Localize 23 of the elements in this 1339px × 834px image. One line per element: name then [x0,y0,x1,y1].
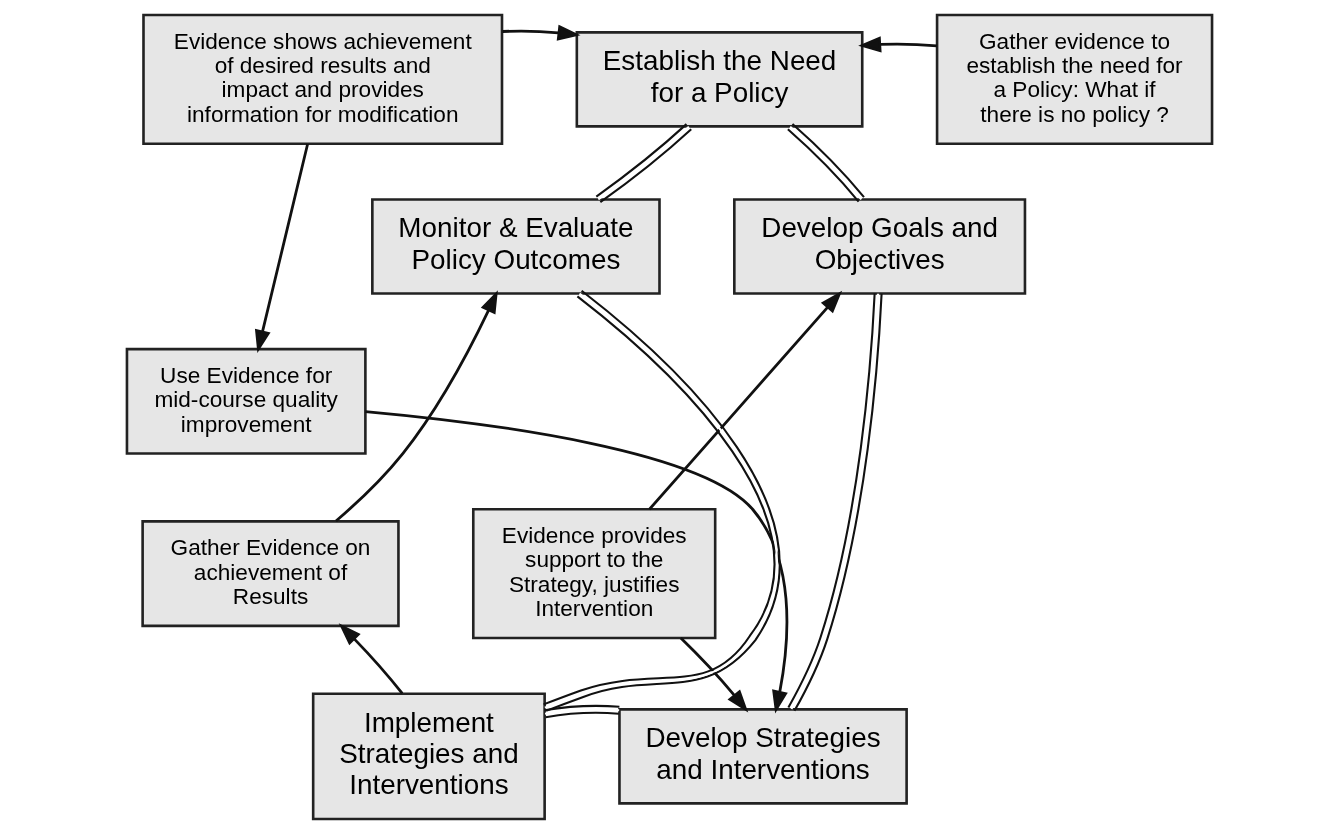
connector [787,293,883,712]
connector [543,289,781,712]
node-box: Develop Goals and Objectives [733,198,1027,295]
arrow [648,290,843,511]
node-box: Evidence provides support to the Strategy, justifies Intervention [471,507,717,640]
arrow [254,143,309,353]
node-box: Implement Strategies and Interventions [311,692,546,821]
node-box: Use Evidence for mid-course quality improvement [125,347,367,455]
arrow [365,410,789,714]
arrow [858,36,938,53]
connector [595,123,692,204]
connector [787,123,865,203]
connector [544,704,620,719]
arrow [335,290,498,523]
node-box: Develop Strategies and Interventions [618,708,908,805]
node-box: Evidence shows achievement of desired results and impact and provides information for modification [142,13,504,146]
node-box: Establish the Need for a Policy [575,31,864,128]
node-box: Monitor & Evaluate Policy Outcomes [371,198,661,295]
node-box: Gather Evidence on achievement of Results [141,520,400,628]
arrow [502,24,581,41]
node-box: Gather evidence to establish the need for a Policy: What if there is no policy ? [935,13,1214,146]
arrow [338,623,404,695]
arrow [679,637,749,713]
